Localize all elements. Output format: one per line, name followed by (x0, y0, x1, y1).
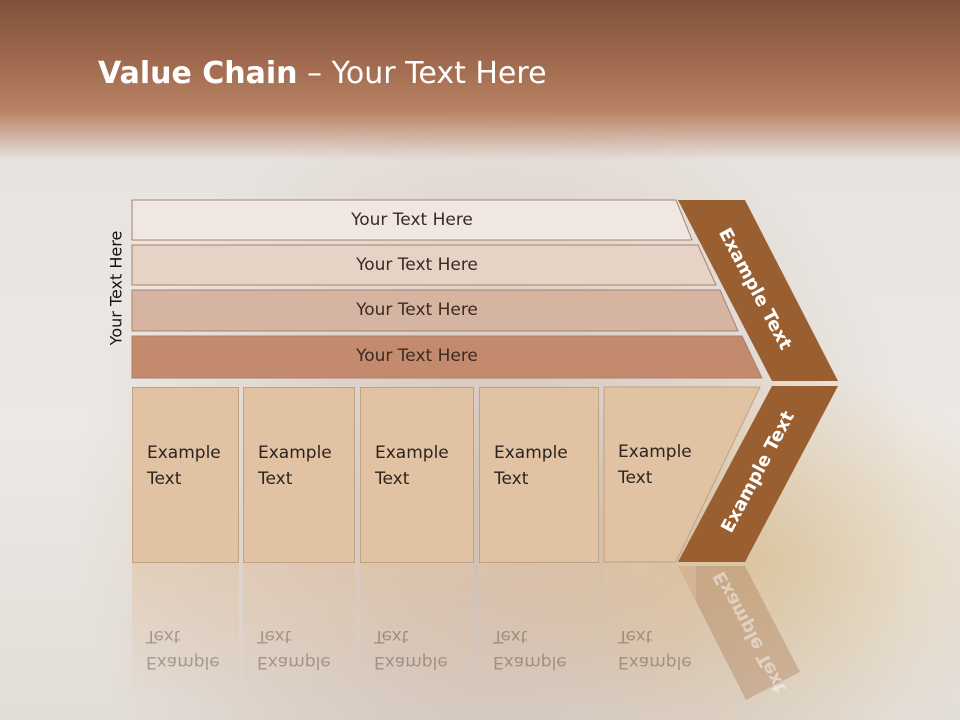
box-1-reflection-text: Example Text (146, 626, 220, 672)
bar-2-shape[interactable] (131, 244, 717, 286)
box-4-reflection-text: Example Text (493, 626, 567, 672)
box-3[interactable]: Example Text (360, 387, 474, 563)
box-1-label: Example Text (147, 443, 221, 489)
box-5: Example Text (604, 387, 724, 563)
box-1-reflection: Example Text (132, 563, 239, 703)
box-5-shape[interactable] (603, 386, 761, 563)
box-4-label: Example Text (494, 443, 568, 489)
box-4[interactable]: Example Text (479, 387, 599, 563)
box-1[interactable]: Example Text (132, 387, 239, 563)
box-3-reflection-text: Example Text (374, 626, 448, 672)
bar-2-label: Your Text Here (356, 255, 478, 275)
box-3-reflection: Example Text (360, 563, 474, 703)
bar-3-label: Your Text Here (356, 300, 478, 320)
chevron-upper-shape[interactable] (678, 200, 838, 381)
title-rest: – Your Text Here (297, 56, 547, 91)
bar-3-shape[interactable] (131, 289, 739, 332)
chevron-reflection (678, 566, 800, 700)
bar-4-label: Your Text Here (356, 346, 478, 366)
box-5-label: Example Text (618, 442, 692, 488)
slide-title: Value Chain – Your Text Here (98, 56, 547, 91)
bar-4-shape[interactable] (131, 335, 763, 379)
bar-1-label: Your Text Here (351, 210, 473, 230)
box-4-reflection: Example Text (479, 563, 599, 703)
box-5-reflection: Example Text (604, 563, 696, 703)
box-2[interactable]: Example Text (243, 387, 355, 563)
box-3-label: Example Text (375, 443, 449, 489)
bar-1-shape[interactable] (131, 199, 693, 241)
box-2-label: Example Text (258, 443, 332, 489)
header-band (0, 0, 960, 160)
box-2-reflection-text: Example Text (257, 626, 331, 672)
title-bold: Value Chain (98, 56, 298, 91)
box-5-reflection-text: Example Text (618, 626, 692, 672)
chevron-lower-shape[interactable] (678, 386, 838, 562)
box-2-reflection: Example Text (243, 563, 355, 703)
